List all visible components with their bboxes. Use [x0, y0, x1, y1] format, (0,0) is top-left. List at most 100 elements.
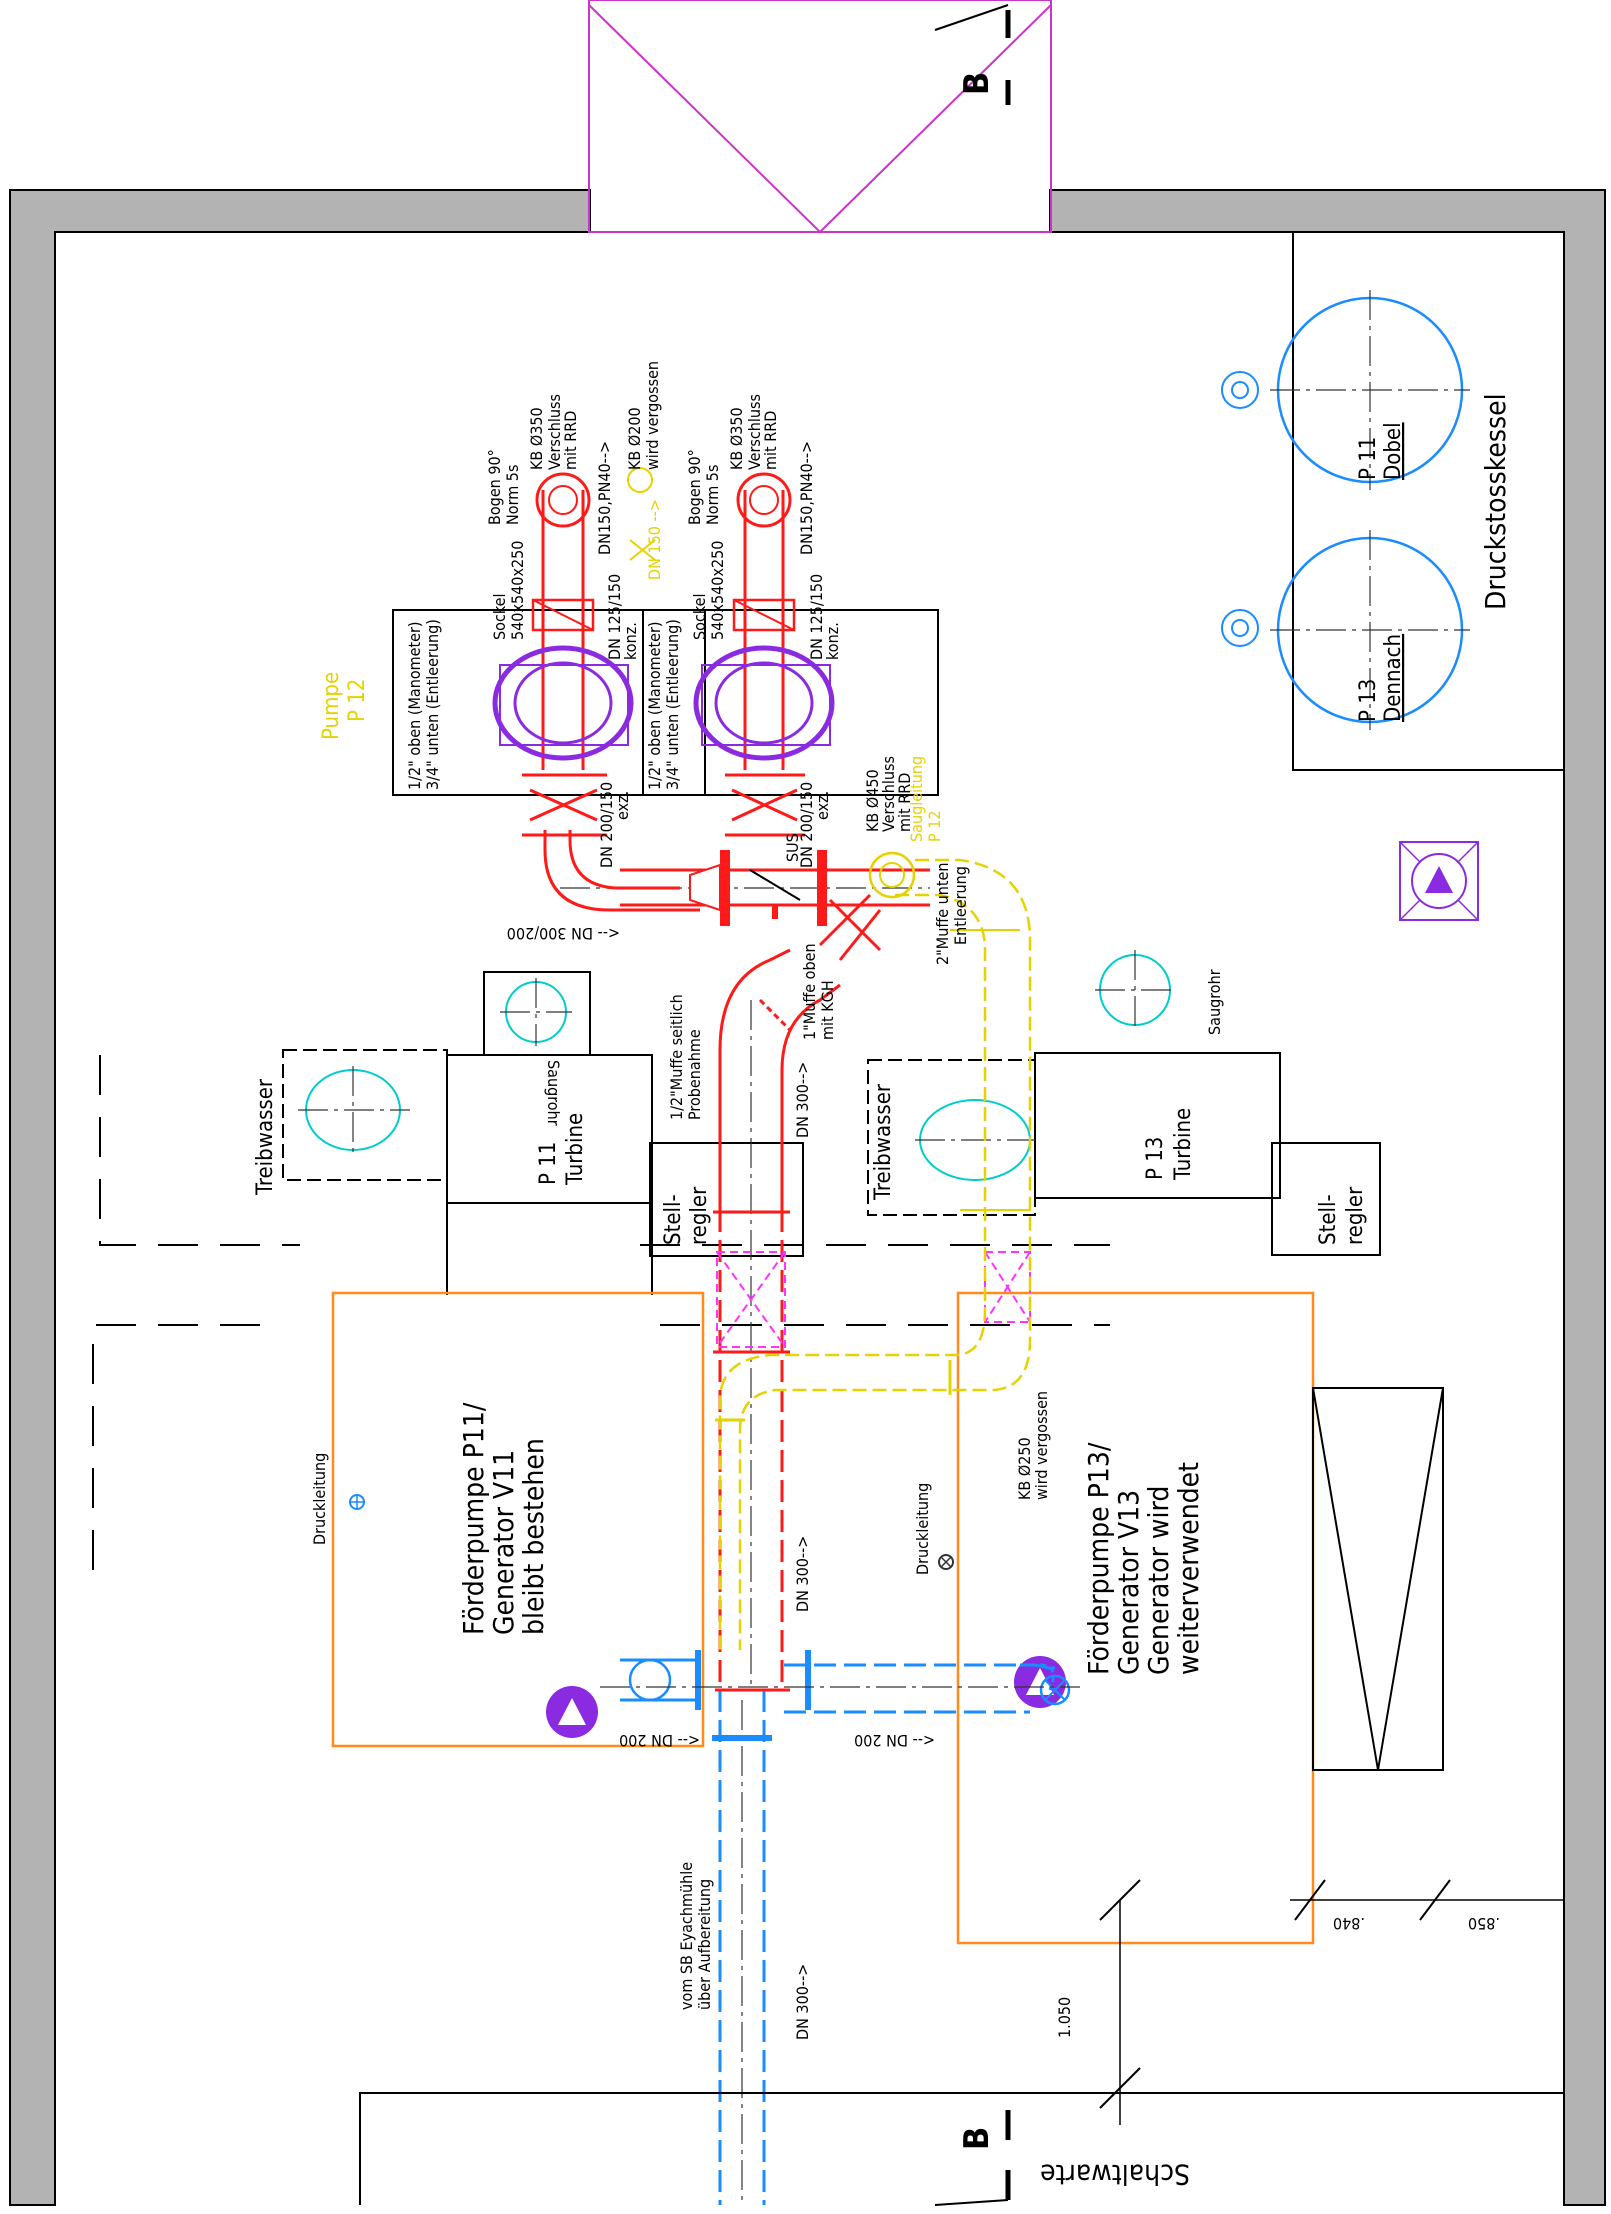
stellregler-left-line2: regler: [687, 1186, 712, 1245]
bogen-right-2: Norm 5s: [703, 465, 722, 525]
red-pipes: [543, 830, 930, 1692]
dn300-b-label: DN 300-->: [793, 1536, 812, 1612]
generator-p11: Förderpumpe P11/ Generator V11 bleibt be…: [310, 1291, 705, 1748]
generator-p11-line2: Generator V11: [487, 1450, 520, 1635]
saugrohr-left-label: Saugrohr: [544, 1060, 563, 1126]
saugrohr-right: Saugrohr: [1095, 950, 1224, 1035]
dimension-840: .840: [1333, 1914, 1365, 1933]
bogen-right-1: Bogen 90°: [685, 449, 704, 525]
dn-exz-right-2: exz.: [813, 791, 832, 820]
druckleitung-left-label: Druckleitung: [310, 1453, 329, 1545]
manometer-left-2: 3/4" unten (Entleerung): [423, 619, 442, 790]
schaltwarte-label: Schaltwarte: [1040, 2158, 1190, 2191]
sockel-left-2: 540x540x250: [508, 541, 527, 640]
generator-p13-line3: Generator wird: [1142, 1486, 1175, 1675]
stellregler-right: Stell- regler: [1271, 1142, 1381, 1256]
tank-p11-id: P 11: [1356, 437, 1381, 480]
pumpe-label-2: P 12: [345, 679, 370, 722]
vom-sb-line1: vom SB Eyachmühle: [677, 1862, 696, 2010]
kb350-left-2: Verschluss: [545, 394, 564, 470]
bogen-left-1: Bogen 90°: [485, 449, 504, 525]
dn150-left: DN150,PN40-->: [595, 441, 614, 555]
treibwasser-left-label: Treibwasser: [253, 1078, 278, 1196]
turbine-p11-line1: P 11: [536, 1142, 561, 1185]
saugrohr-right-label: Saugrohr: [1205, 969, 1224, 1035]
generator-p13-line4: weiterverwendet: [1172, 1462, 1205, 1675]
vom-sb-line2: über Aufbereitung: [695, 1879, 714, 2010]
tank-p13: P 13 Dennach: [1270, 530, 1470, 730]
sus-label: SUS: [783, 833, 802, 862]
turbine-p11-line2: Turbine: [563, 1113, 588, 1186]
sockel-right-1: Sockel: [690, 594, 709, 640]
kb350-left-3: mit RRD: [561, 411, 580, 470]
reducer-left-1: DN 125/150: [605, 574, 624, 660]
dn200-left-label: <-- DN 200: [619, 1731, 700, 1750]
saugleitung-line2: P 12: [925, 810, 944, 842]
dn-exz-left-1: DN 200/150: [597, 782, 616, 868]
pump-unit-left-labels: Bogen 90° Norm 5s KB Ø350 Verschluss mit…: [319, 394, 640, 868]
tank-p13-id: P 13: [1356, 679, 1381, 722]
pump-unit-left: [392, 467, 706, 837]
collector-labels: KB Ø200 wird vergossen DN 150 --> KB Ø45…: [507, 361, 1051, 2040]
kb350-right-2: Verschluss: [745, 394, 764, 470]
muffe-oben-2: mit KGH: [818, 980, 837, 1040]
pump-unit-right: [642, 472, 939, 837]
tank-p11: P 11 Dobel: [1270, 290, 1470, 490]
manometer-right-1: 1/2" oben (Manometer): [645, 621, 664, 790]
dn300-c-label: DN 300-->: [793, 1964, 812, 2040]
sockel-right-2: 540x540x250: [708, 541, 727, 640]
wall-opening-top: [588, 0, 1052, 234]
kb250-line2: wird vergossen: [1032, 1391, 1051, 1500]
stellregler-left-line1: Stell-: [661, 1194, 686, 1245]
muffe-seitlich-1: 1/2"Muffe seitlich: [667, 994, 686, 1120]
turbine-p13-line2: Turbine: [1171, 1108, 1196, 1181]
dn-exz-right-1: DN 200/150: [797, 782, 816, 868]
section-marker-top: B: [934, 4, 1011, 105]
turbine-p13-line1: P 13: [1143, 1137, 1168, 1180]
muffe-oben-1: 1"Muffe oben: [800, 943, 819, 1040]
dn-exz-left-2: exz.: [613, 791, 632, 820]
reducer-right-1: DN 125/150: [807, 574, 826, 660]
pump-symbol-left: [546, 1686, 598, 1738]
manometer-right-2: 3/4" unten (Entleerung): [663, 619, 682, 790]
kb450-line2: Verschluss: [879, 756, 898, 832]
dn150-yellow: DN 150 -->: [645, 499, 664, 580]
muffe-unten-2: Entleerung: [951, 866, 970, 945]
kb350-left-1: KB Ø350: [527, 407, 546, 470]
section-marker-label-top: B: [957, 72, 997, 95]
pump-unit-right-labels: Bogen 90° Norm 5s KB Ø350 Verschluss mit…: [645, 394, 842, 868]
pumpe-label-1: Pumpe: [319, 672, 344, 740]
stellregler-right-line2: regler: [1343, 1186, 1368, 1245]
kb250-line1: KB Ø250: [1015, 1437, 1034, 1500]
dn200-right-label: <-- DN 200: [854, 1731, 935, 1750]
tank-p13-name: Dennach: [1381, 634, 1406, 722]
yellow-pipe: [715, 858, 1032, 1650]
generator-p13-line2: Generator V13: [1112, 1490, 1145, 1675]
kb200-line1: KB Ø200: [625, 407, 644, 470]
muffe-unten-1: 2"Muffe unten: [933, 862, 952, 965]
kb350-right-3: mit RRD: [761, 411, 780, 470]
dimension-850: .850: [1468, 1914, 1500, 1933]
reducer-left-2: konz.: [621, 622, 640, 660]
dn150-right: DN150,PN40-->: [797, 441, 816, 555]
generator-p11-line3: bleibt bestehen: [517, 1438, 550, 1635]
sockel-left-1: Sockel: [490, 594, 509, 640]
small-fittings: [1221, 371, 1259, 647]
druckstosskessel-room: Druckstosskessel P 11 Dobel P 13 Dennach: [1221, 232, 1564, 771]
generator-p13: Förderpumpe P13/ Generator V13 Generator…: [913, 1291, 1315, 1945]
section-marker-label-bottom: B: [957, 2127, 997, 2150]
kb350-right-1: KB Ø350: [727, 407, 746, 470]
blue-pipes: [600, 1650, 1080, 2205]
treibwasser-left: Treibwasser: [253, 1049, 448, 1196]
druckstosskessel-label: Druckstosskessel: [1479, 393, 1512, 610]
treibwasser-right: Treibwasser: [867, 1059, 1036, 1216]
stellregler-right-line1: Stell-: [1316, 1194, 1341, 1245]
turbine-p11: P 11 Turbine: [446, 1054, 653, 1295]
manometer-left-1: 1/2" oben (Manometer): [405, 621, 424, 790]
bogen-left-2: Norm 5s: [503, 465, 522, 525]
dimension-1050: 1.050: [1055, 1997, 1074, 2038]
stellregler-left: Stell- regler: [649, 1142, 804, 1257]
turbine-p13: P 13 Turbine: [1034, 1052, 1281, 1199]
section-marker-bottom: B: [934, 2110, 1011, 2206]
